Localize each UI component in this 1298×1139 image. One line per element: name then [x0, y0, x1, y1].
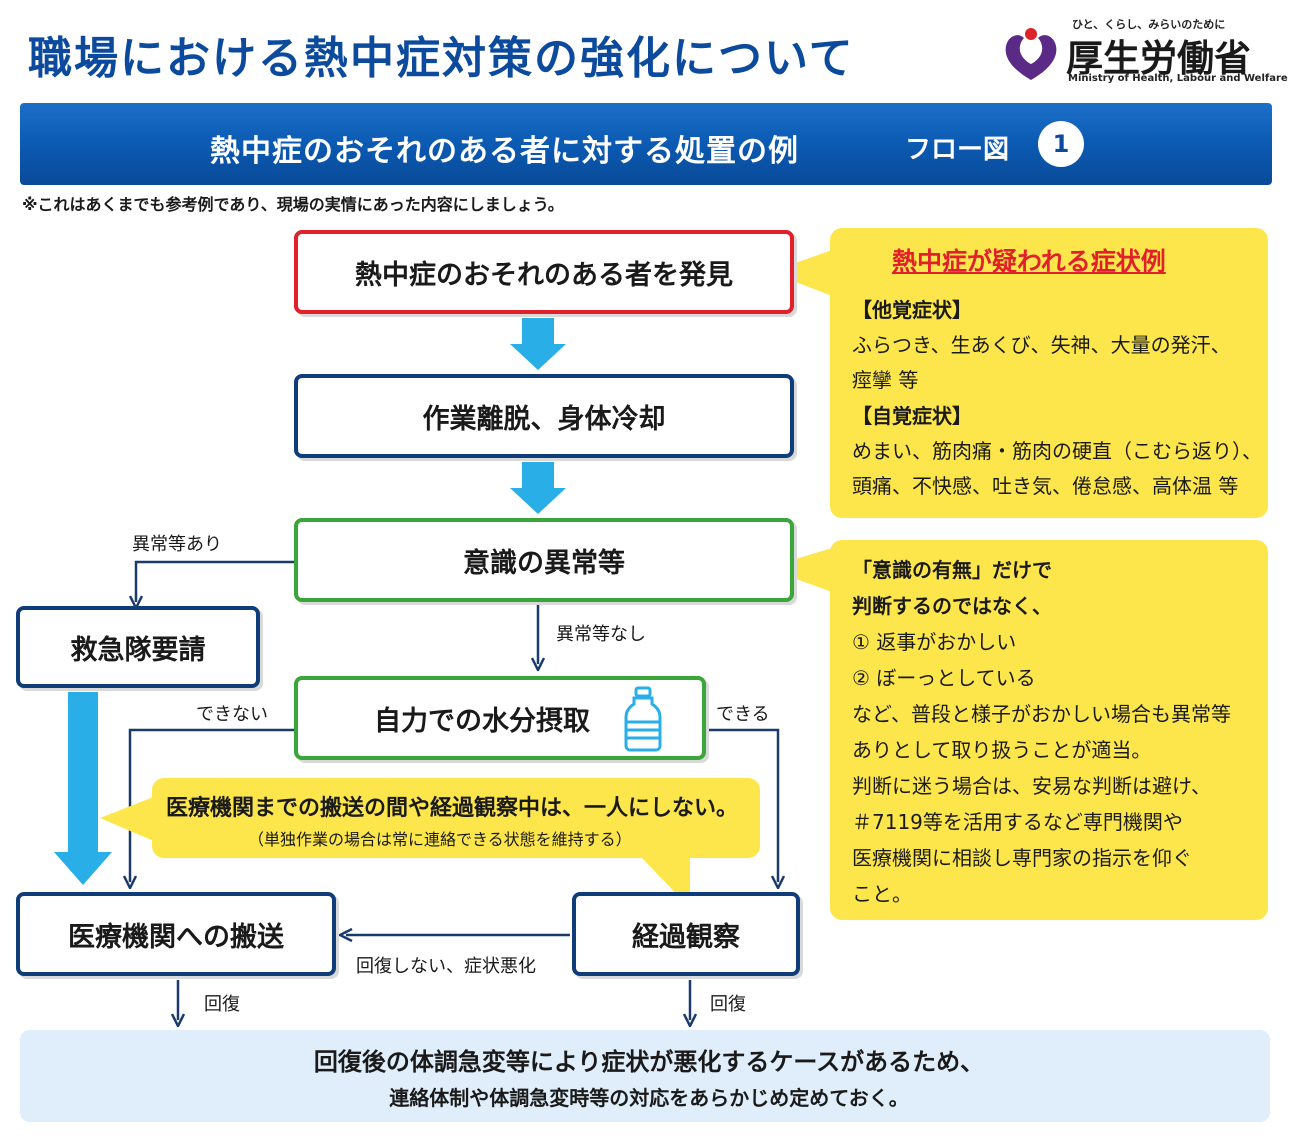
subjective-line-1: めまい、筋肉痛・筋肉の硬直（こむら返り）、	[852, 439, 1262, 463]
callout-main-text: 医療機関までの搬送の間や経過観察中は、一人にしない。	[166, 796, 739, 821]
consciousness-box: 意識の異常等	[294, 518, 794, 602]
label-abnormal-no: 異常等なし	[556, 624, 646, 645]
water-bottle-icon	[624, 686, 662, 752]
page-title: 職場における熱中症対策の強化について	[28, 33, 855, 84]
symptoms-box	[830, 228, 1268, 518]
objective-line-1: ふらつき、生あくび、失神、大量の発汗、	[852, 333, 1231, 357]
objective-line-2: 痙攣 等	[852, 368, 919, 392]
guidance-line-3: ① 返事がおかしい	[852, 630, 1017, 654]
banner-title: 熱中症のおそれのある者に対する処置の例	[210, 134, 799, 169]
guidance-line-5: など、普段と様子がおかしい場合も異常等	[852, 702, 1231, 726]
guidance-line-10: こと。	[852, 882, 912, 906]
symptoms-bubble-tail	[770, 250, 832, 296]
logo-english: Ministry of Health, Labour and Welfare	[1068, 73, 1288, 84]
callout-tail-left	[100, 796, 156, 842]
label-recovered-left: 回復	[204, 994, 240, 1015]
line-abnormal-yes	[136, 560, 294, 602]
footer-line-1: 回復後の体調急変等により症状が悪化するケースがあるため、	[313, 1048, 985, 1076]
subjective-heading: 【自覚症状】	[852, 404, 972, 428]
label-can: できる	[716, 704, 770, 725]
transport-box: 医療機関への搬送	[16, 892, 336, 976]
arrow-discover-to-cool	[510, 318, 566, 370]
discover-box: 熱中症のおそれのある者を発見	[294, 230, 794, 314]
guidance-line-8: ＃7119等を活用するなど専門機関や	[852, 810, 1183, 834]
logo-tagline: ひと、くらし、みらいのために	[1072, 18, 1226, 31]
observation-box: 経過観察	[572, 892, 800, 976]
label-abnormal-yes: 異常等あり	[132, 534, 222, 555]
guidance-line-6: ありとして取り扱うことが適当。	[852, 738, 1152, 762]
arrow-cool-to-consciousness	[510, 462, 566, 514]
logo-name: 厚生労働省	[1066, 37, 1251, 80]
supervision-callout	[152, 778, 760, 858]
arrow-ambulance-to-transport	[54, 692, 112, 885]
label-cannot: できない	[196, 704, 268, 725]
reference-note: ※これはあくまでも参考例であり、現場の実情にあった内容にしましょう。	[22, 195, 564, 214]
consciousness-bubble-tail	[766, 548, 832, 592]
guidance-line-9: 医療機関に相談し専門家の指示を仰ぐ	[852, 846, 1192, 870]
line-can	[706, 728, 778, 882]
banner-number-badge: 1	[1038, 121, 1084, 167]
consciousness-guidance-box	[830, 540, 1268, 920]
guidance-line-1: 「意識の有無」だけで	[852, 558, 1052, 582]
subjective-line-2: 頭痛、不快感、吐き気、倦怠感、高体温 等	[852, 474, 1239, 498]
ambulance-box: 救急隊要請	[16, 606, 260, 688]
guidance-line-4: ② ぼーっとしている	[852, 666, 1036, 690]
guidance-line-2: 判断するのではなく、	[852, 594, 1052, 618]
footer-line-2: 連絡体制や体調急変時等の対応をあらかじめ定めておく。	[389, 1086, 909, 1110]
ministry-logo-icon	[1005, 28, 1057, 80]
line-cannot	[130, 728, 294, 882]
objective-heading: 【他覚症状】	[852, 298, 972, 322]
callout-sub-text: （単独作業の場合は常に連絡できる状態を維持する）	[248, 830, 632, 849]
guidance-line-7: 判断に迷う場合は、安易な判断は避け、	[852, 774, 1211, 798]
footer-panel	[20, 1030, 1270, 1122]
banner-subtitle: フロー図	[905, 135, 1010, 165]
label-not-recovered: 回復しない、症状悪化	[356, 956, 536, 977]
hydration-label: 自力での水分摂取	[374, 705, 590, 737]
label-recovered-right: 回復	[710, 994, 746, 1015]
symptoms-title: 熱中症が疑われる症状例	[892, 247, 1166, 276]
cooling-box: 作業離脱、身体冷却	[294, 374, 794, 458]
